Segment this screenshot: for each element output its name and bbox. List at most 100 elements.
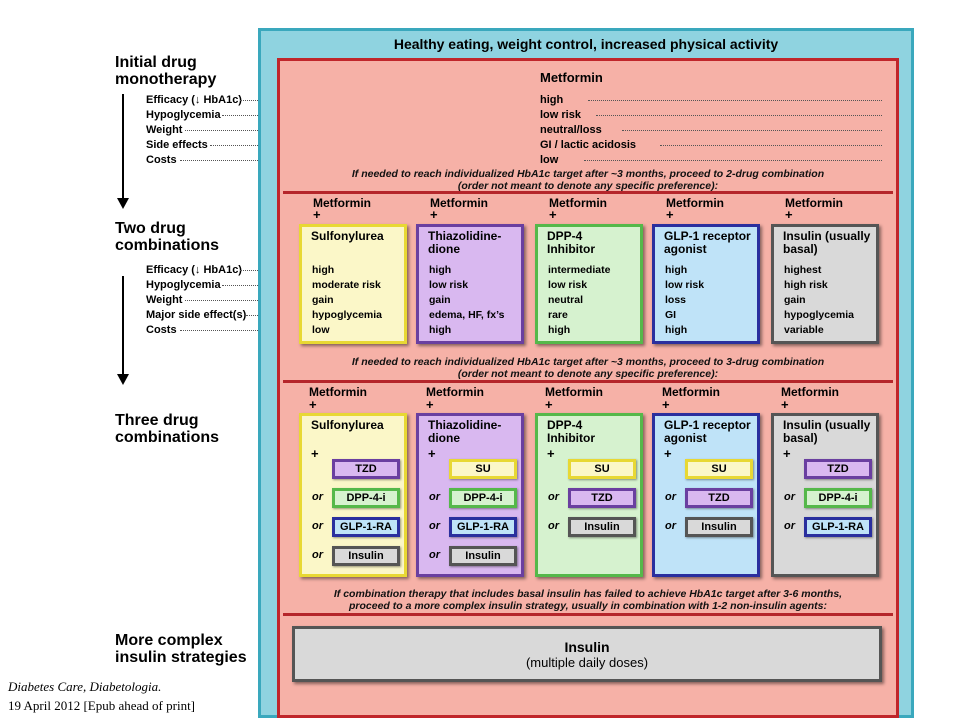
two-drug-metformin-header-tzd: Metformin — [430, 196, 488, 210]
step-title-monotherapy: Initial drug monotherapy — [115, 54, 217, 88]
two-drug-plus-glp1: + — [666, 207, 674, 222]
metformin-efficacy: high — [540, 94, 564, 106]
citation-journals: Diabetes Care, Diabetologia. — [8, 679, 162, 694]
three-drug-plus-top-insulin: + — [781, 397, 789, 412]
three-drug-plus-sulfonylurea: + — [311, 446, 319, 461]
two-drug-plus-sulfonylurea: + — [313, 207, 321, 222]
three-drug-name-sulfonylurea: Sulfonylurea — [311, 419, 384, 432]
two-drug-plus-dpp4: + — [549, 207, 557, 222]
two-drug-dpp4-cost: high — [548, 324, 571, 336]
drug-name-line: GLP-1 receptor — [664, 229, 751, 243]
three-drug-plus-top-glp1: + — [662, 397, 670, 412]
drug-name-line: Insulin (usually — [783, 229, 871, 243]
row-label-hypoglycemia: Hypoglycemia — [146, 109, 221, 121]
three-drug-plus-top-tzd: + — [426, 397, 434, 412]
three-drug-option-tzd-1: DPP-4-i — [449, 488, 517, 508]
note-complex-insulin: If combination therapy that includes bas… — [333, 588, 843, 612]
step-title-complex-insulin: More complex insulin strategies — [115, 632, 247, 666]
drug-name-line: Insulin (usually — [783, 418, 871, 432]
or-label: or — [429, 491, 440, 503]
drug-name-line: agonist — [664, 431, 707, 445]
insulin-final-subtitle: (multiple daily doses) — [525, 655, 649, 670]
row-label-efficacy: Efficacy (↓ HbA1c) — [146, 94, 242, 106]
drug-name-line: Sulfonylurea — [311, 418, 384, 432]
three-drug-option-dpp4-2: Insulin — [568, 517, 636, 537]
three-drug-plus-glp1: + — [664, 446, 672, 461]
three-drug-option-glp1-0: SU — [685, 459, 753, 479]
three-drug-metformin-header-insulin: Metformin — [781, 385, 839, 399]
three-drug-option-sulfonylurea-1: DPP-4-i — [332, 488, 400, 508]
or-label: or — [312, 491, 323, 503]
three-drug-metformin-header-dpp4: Metformin — [545, 385, 603, 399]
leader-line — [185, 300, 296, 301]
row-label-weight-two: Weight — [146, 294, 183, 306]
two-drug-insulin-side-effect: hypoglycemia — [784, 309, 855, 321]
metformin-frame — [277, 58, 899, 718]
two-drug-insulin-hypoglycemia: high risk — [784, 279, 828, 291]
three-drug-name-tzd: Thiazolidine-dione — [428, 419, 501, 445]
two-drug-glp1-weight: loss — [665, 294, 687, 306]
two-drug-insulin-weight: gain — [784, 294, 806, 306]
three-drug-option-sulfonylurea-3: Insulin — [332, 546, 400, 566]
three-drug-option-insulin-0: TZD — [804, 459, 872, 479]
three-drug-option-sulfonylurea-2: GLP-1-RA — [332, 517, 400, 537]
arrow-head-2 — [117, 374, 129, 385]
or-label: or — [548, 491, 559, 503]
two-drug-metformin-header-dpp4: Metformin — [549, 196, 607, 210]
drug-name-line: Sulfonylurea — [311, 229, 384, 243]
two-drug-name-tzd: Thiazolidine-dione — [428, 230, 501, 256]
drug-name-line: basal) — [783, 431, 818, 445]
two-drug-sulfonylurea-efficacy: high — [312, 264, 335, 276]
metformin-weight: neutral/loss — [540, 124, 602, 136]
three-drug-option-glp1-1: TZD — [685, 488, 753, 508]
two-drug-sulfonylurea-hypoglycemia: moderate risk — [312, 279, 381, 291]
or-label: or — [548, 520, 559, 532]
metformin-hypoglycemia: low risk — [540, 109, 581, 121]
two-drug-glp1-efficacy: high — [665, 264, 688, 276]
leader-line — [622, 130, 882, 131]
metformin-costs: low — [540, 154, 559, 166]
divider-2 — [283, 380, 893, 383]
or-label: or — [784, 491, 795, 503]
drug-name-line: Thiazolidine- — [428, 418, 502, 432]
three-drug-plus-dpp4: + — [547, 446, 555, 461]
row-label-side-effects-two: Major side effect(s) — [146, 309, 247, 321]
row-label-hypoglycemia-two: Hypoglycemia — [146, 279, 221, 291]
two-drug-metformin-header-glp1: Metformin — [666, 196, 724, 210]
drug-name-line: GLP-1 receptor — [664, 418, 751, 432]
metformin-side-effects: GI / lactic acidosis — [540, 139, 636, 151]
two-drug-tzd-cost: high — [429, 324, 452, 336]
drug-name-line: dione — [428, 431, 460, 445]
three-drug-option-insulin-2: GLP-1-RA — [804, 517, 872, 537]
row-label-costs-two: Costs — [146, 324, 177, 336]
two-drug-tzd-side-effect: edema, HF, fx’s — [429, 309, 505, 321]
three-drug-metformin-header-glp1: Metformin — [662, 385, 720, 399]
two-drug-glp1-cost: high — [665, 324, 688, 336]
row-label-side-effects: Side effects — [146, 139, 208, 151]
leader-line — [660, 145, 882, 146]
two-drug-box-tzd: Thiazolidine-dione high low risk gain edema,… — [416, 224, 524, 344]
two-drug-tzd-weight: gain — [429, 294, 451, 306]
three-drug-option-tzd-2: GLP-1-RA — [449, 517, 517, 537]
three-drug-metformin-header-tzd: Metformin — [426, 385, 484, 399]
two-drug-sulfonylurea-cost: low — [312, 324, 330, 336]
two-drug-glp1-side-effect: GI — [665, 309, 677, 321]
or-label: or — [665, 520, 676, 532]
or-label: or — [665, 491, 676, 503]
leader-line — [588, 100, 882, 101]
or-label: or — [312, 549, 323, 561]
two-drug-tzd-hypoglycemia: low risk — [429, 279, 469, 291]
drug-name-line: Inhibitor — [547, 242, 595, 256]
three-drug-plus-top-dpp4: + — [545, 397, 553, 412]
step-title-three-drug: Three drug combinations — [115, 412, 220, 446]
